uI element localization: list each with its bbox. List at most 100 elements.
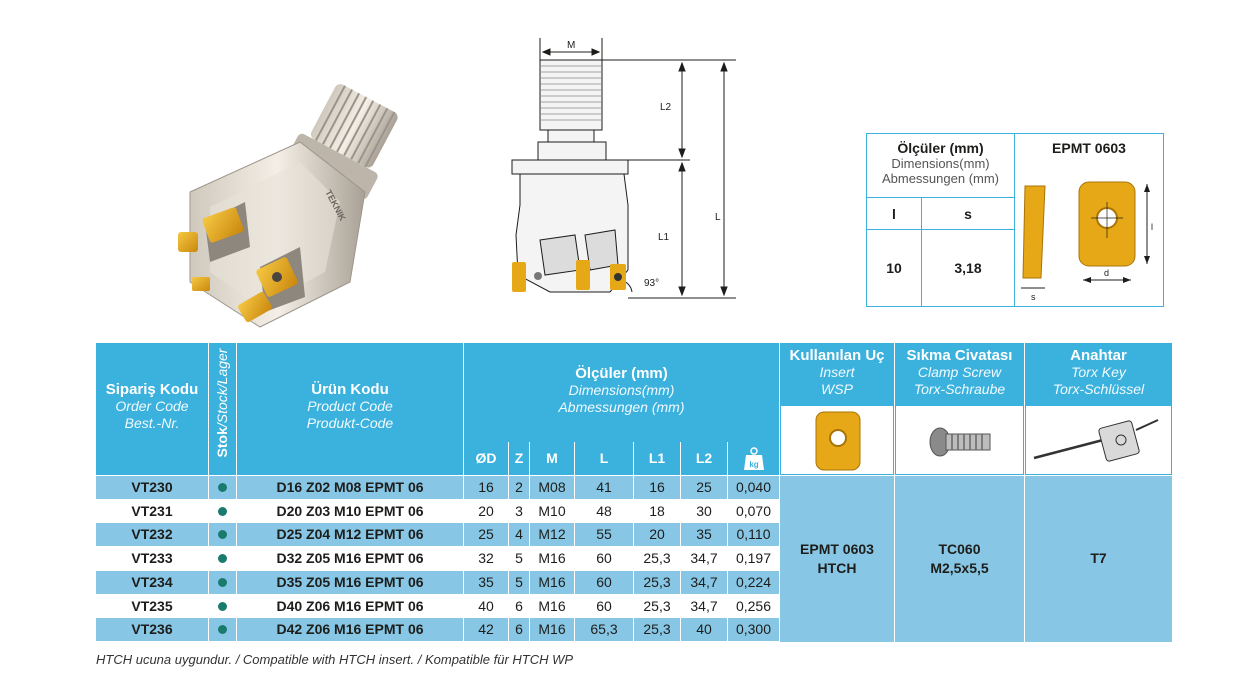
stock-available-indicator	[218, 577, 227, 587]
col-header-d: ØD	[464, 442, 508, 475]
d-cell: 42	[478, 621, 494, 638]
order-code-cell: VT233	[131, 550, 173, 567]
dim-col-l-header: l	[867, 198, 922, 230]
col-header-l: L	[575, 442, 633, 475]
product-code-cell: D42 Z06 M16 EPMT 06	[276, 621, 424, 638]
col-header-m: M	[530, 442, 574, 475]
screw-image-cell	[895, 405, 1024, 475]
stock-available-indicator	[218, 554, 227, 564]
insert-dimensions-box: Ölçüler (mm) Dimensions(mm) Abmessungen …	[866, 133, 1164, 307]
l1-cell: 25,3	[643, 621, 671, 638]
label-angle: 93°	[644, 278, 659, 289]
fig-label-l: l	[1151, 222, 1153, 232]
screw-value-cell: TC060 M2,5x5,5	[895, 476, 1024, 642]
fig-label-s: s	[1031, 292, 1036, 302]
dim-val-s: 3,18	[922, 230, 1015, 306]
l2-cell: 25	[696, 479, 712, 495]
header-product-code: Ürün Kodu Product Code Produkt-Code	[237, 343, 463, 475]
z-cell: 2	[515, 479, 523, 495]
m-cell: M16	[538, 597, 566, 614]
header-stock: Stok/Stock/Lager	[209, 343, 236, 475]
insert-image-cell	[780, 405, 894, 475]
order-code-cell: VT234	[131, 573, 173, 590]
d-cell: 32	[478, 550, 494, 567]
technical-drawing: M L2 L L1 93°	[511, 38, 736, 299]
m-cell: M16	[538, 621, 566, 638]
insert-value-grade: HTCH	[817, 560, 857, 576]
l-cell: 65,3	[590, 621, 618, 638]
header-dimensions: Ölçüler (mm) Dimensions(mm) Abmessungen …	[464, 343, 779, 442]
col-header-z: Z	[509, 442, 529, 475]
insert-icon	[815, 411, 861, 471]
product-code-cell: D25 Z04 M12 EPMT 06	[276, 526, 424, 543]
weight-icon: kg	[743, 447, 764, 470]
weight-cell: 0,197	[735, 550, 772, 567]
product-code-cell: D20 Z03 M10 EPMT 06	[276, 502, 424, 519]
product-code-cell: D40 Z06 M16 EPMT 06	[276, 597, 424, 614]
dim-box-insert-title: EPMT 0603	[1052, 140, 1126, 156]
weight-cell: 0,224	[735, 573, 772, 590]
stock-available-indicator	[218, 530, 227, 540]
l2-cell: 34,7	[690, 597, 718, 614]
z-cell: 6	[515, 597, 523, 614]
m-cell: M08	[538, 479, 566, 495]
col-header-weight: kg	[728, 442, 779, 475]
l1-cell: 25,3	[643, 573, 671, 590]
weight-cell: 0,256	[735, 597, 772, 614]
label-l: L	[715, 212, 721, 223]
dim-box-subtitle-de: Abmessungen (mm)	[881, 171, 1000, 186]
insert-value-cell: EPMT 0603 HTCH	[780, 476, 894, 642]
z-cell: 5	[515, 573, 523, 590]
l2-cell: 34,7	[690, 573, 718, 590]
l-cell: 60	[596, 597, 612, 614]
order-code-cell: VT231	[131, 502, 173, 519]
d-cell: 25	[478, 526, 494, 543]
m-cell: M10	[538, 502, 566, 519]
header-order-code: Sipariş Kodu Order Code Best.-Nr.	[96, 343, 208, 475]
header-clamp-screw: Sıkma Civatası Clamp Screw Torx-Schraube	[895, 343, 1024, 405]
stock-available-indicator	[218, 483, 227, 492]
l2-cell: 40	[696, 621, 712, 638]
label-l1: L1	[658, 232, 670, 243]
header-torx-key: Anahtar Torx Key Torx-Schlüssel	[1025, 343, 1172, 405]
l2-cell: 34,7	[690, 550, 718, 567]
order-code-cell: VT232	[131, 526, 173, 543]
screw-value-code: TC060	[938, 541, 981, 557]
torx-key-icon	[1033, 419, 1159, 462]
l-cell: 41	[596, 479, 612, 495]
footnote: HTCH ucuna uygundur. / Compatible with H…	[96, 652, 574, 667]
weight-icon-label: kg	[749, 460, 758, 469]
insert-value-name: EPMT 0603	[800, 541, 874, 557]
l1-cell: 25,3	[643, 550, 671, 567]
order-code-cell: VT235	[131, 597, 173, 614]
l2-cell: 30	[696, 502, 712, 519]
stock-available-indicator	[218, 506, 227, 516]
product-code-cell: D32 Z05 M16 EPMT 06	[276, 550, 424, 567]
order-code-cell: VT230	[131, 479, 173, 495]
weight-cell: 0,110	[736, 526, 771, 543]
d-cell: 40	[478, 597, 494, 614]
l-cell: 60	[596, 573, 612, 590]
weight-cell: 0,070	[735, 502, 772, 519]
product-table: Sipariş Kodu Order Code Best.-Nr. Stok/S…	[96, 343, 1172, 643]
key-image-cell	[1025, 405, 1172, 475]
z-cell: 6	[515, 621, 523, 638]
dim-val-l: 10	[867, 230, 922, 306]
weight-cell: 0,040	[735, 479, 772, 495]
d-cell: 16	[478, 479, 494, 495]
dim-box-subtitle-en: Dimensions(mm)	[891, 156, 990, 171]
stock-available-indicator	[218, 601, 227, 611]
l2-cell: 35	[696, 526, 712, 543]
stock-available-indicator	[218, 625, 227, 635]
fig-label-d: d	[1104, 268, 1109, 278]
l1-cell: 25,3	[643, 597, 671, 614]
z-cell: 4	[515, 526, 523, 543]
d-cell: 20	[478, 502, 494, 519]
m-cell: M16	[538, 573, 566, 590]
